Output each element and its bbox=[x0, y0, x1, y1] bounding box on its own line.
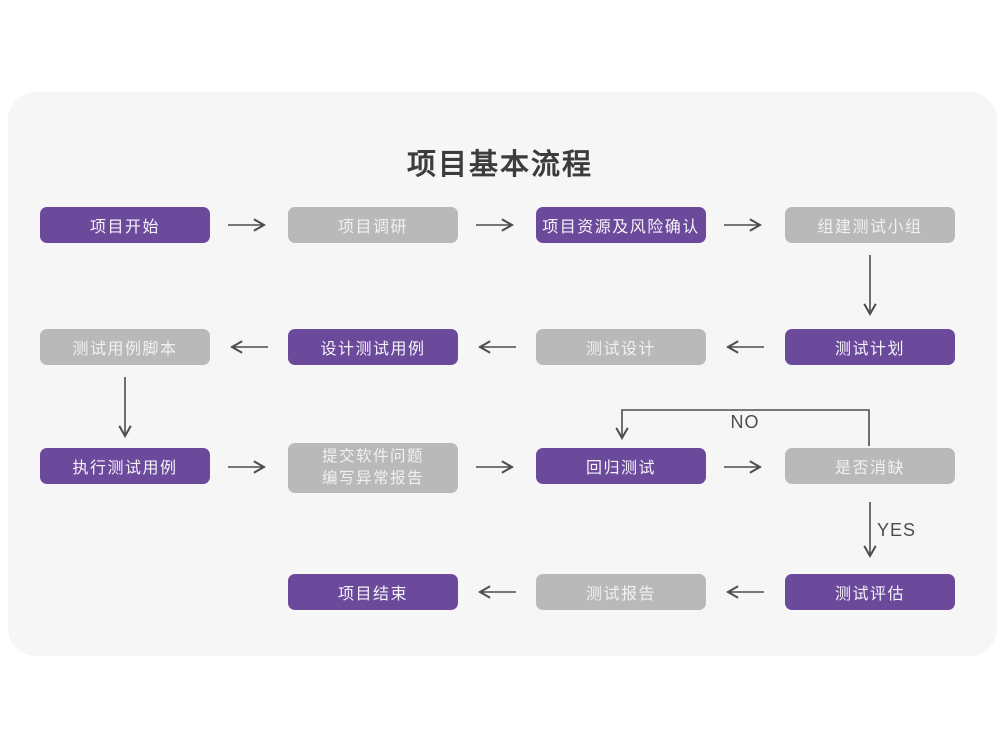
node-execute-test-cases: 执行测试用例 bbox=[40, 448, 210, 484]
node-test-design: 测试设计 bbox=[536, 329, 706, 365]
node-project-research: 项目调研 bbox=[288, 207, 458, 243]
node-regression-test: 回归测试 bbox=[536, 448, 706, 484]
yes-branch-label: YES bbox=[877, 520, 917, 540]
node-resources-risk: 项目资源及风险确认 bbox=[536, 207, 706, 243]
node-test-evaluation: 测试评估 bbox=[785, 574, 955, 610]
node-project-start: 项目开始 bbox=[40, 207, 210, 243]
node-test-report: 测试报告 bbox=[536, 574, 706, 610]
node-design-test-cases: 设计测试用例 bbox=[288, 329, 458, 365]
flowchart-card bbox=[8, 92, 997, 656]
node-test-case-script: 测试用例脚本 bbox=[40, 329, 210, 365]
diagram-title: 项目基本流程 bbox=[406, 149, 593, 181]
node-project-end: 项目结束 bbox=[288, 574, 458, 610]
node-submit-issue-report: 提交软件问题 编写异常报告 bbox=[288, 443, 458, 493]
no-branch-label: NO bbox=[730, 412, 760, 432]
node-defect-cleared: 是否消缺 bbox=[785, 448, 955, 484]
node-test-plan: 测试计划 bbox=[785, 329, 955, 365]
node-build-test-team: 组建测试小组 bbox=[785, 207, 955, 243]
